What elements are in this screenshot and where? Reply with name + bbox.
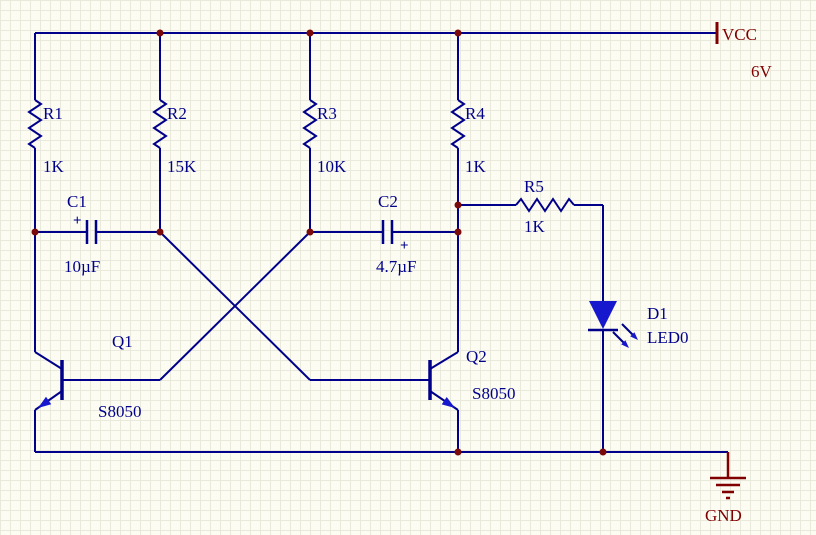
junction-dot (454, 29, 462, 37)
npn-emitter-arrow-icon (441, 397, 455, 408)
led-emission-arrowhead-icon (630, 332, 638, 340)
led-emission-arrow-icon (621, 323, 634, 336)
power-port-vcc[interactable]: VCC 6V (715, 22, 773, 81)
junction-dot (31, 228, 39, 236)
wires (34, 32, 728, 453)
d1-value-label[interactable]: LED0 (647, 328, 689, 347)
resistor-r3[interactable]: R3 10K (302, 99, 347, 176)
d1-designator-label[interactable]: D1 (647, 304, 668, 323)
r5-designator-label[interactable]: R5 (524, 177, 544, 196)
resistor-symbol (152, 99, 168, 149)
junction-dot (454, 448, 462, 456)
resistor-symbol (302, 99, 318, 149)
resistor-symbol (27, 99, 43, 149)
transistor-q1[interactable]: Q1 S8050 (34, 332, 141, 421)
vcc-voltage-label[interactable]: 6V (751, 62, 773, 81)
q1-value-label[interactable]: S8050 (98, 402, 141, 421)
capacitor-c2[interactable]: C2 + 4.7µF (376, 192, 417, 276)
r5-value-label[interactable]: 1K (524, 217, 546, 236)
led-d1[interactable]: D1 LED0 (588, 301, 689, 348)
c1-polarity-mark: + (73, 213, 82, 229)
c2-polarity-mark: + (400, 238, 409, 254)
r1-value-label[interactable]: 1K (43, 157, 65, 176)
c2-designator-label[interactable]: C2 (378, 192, 398, 211)
resistor-r5[interactable]: R5 1K (515, 177, 575, 236)
led-emission-arrow-icon (612, 331, 625, 344)
junction-dot (454, 201, 462, 209)
r1-designator-label[interactable]: R1 (43, 104, 63, 123)
r4-value-label[interactable]: 1K (465, 157, 487, 176)
resistor-r1[interactable]: R1 1K (27, 99, 65, 176)
led-emission-arrowhead-icon (621, 340, 629, 348)
c1-value-label[interactable]: 10µF (64, 257, 100, 276)
r4-designator-label[interactable]: R4 (465, 104, 485, 123)
q2-designator-label[interactable]: Q2 (466, 347, 487, 366)
junction-dot (454, 228, 462, 236)
junction-dot (306, 228, 314, 236)
vcc-label[interactable]: VCC (722, 25, 757, 44)
wire-cross-q1-base[interactable] (159, 231, 311, 381)
junction-dot (306, 29, 314, 37)
c2-value-label[interactable]: 4.7µF (376, 257, 417, 276)
junctions (31, 29, 607, 456)
junction-dot (156, 29, 164, 37)
junction-dot (599, 448, 607, 456)
gnd-label[interactable]: GND (705, 506, 742, 525)
resistor-r2[interactable]: R2 15K (152, 99, 197, 176)
transistor-collector (34, 351, 63, 370)
r3-designator-label[interactable]: R3 (317, 104, 337, 123)
r2-value-label[interactable]: 15K (167, 157, 197, 176)
led-triangle-icon (589, 301, 617, 329)
c1-designator-label[interactable]: C1 (67, 192, 87, 211)
q2-value-label[interactable]: S8050 (472, 384, 515, 403)
r2-designator-label[interactable]: R2 (167, 104, 187, 123)
resistor-symbol (450, 99, 466, 149)
resistor-r4[interactable]: R4 1K (450, 99, 487, 176)
power-port-gnd[interactable]: GND (705, 452, 746, 525)
r3-value-label[interactable]: 10K (317, 157, 347, 176)
q1-designator-label[interactable]: Q1 (112, 332, 133, 351)
junction-dot (156, 228, 164, 236)
capacitor-c1[interactable]: C1 + 10µF (64, 192, 100, 276)
transistor-collector (429, 351, 459, 370)
resistor-symbol (515, 197, 575, 213)
npn-emitter-arrow-icon (38, 396, 52, 408)
transistor-q2[interactable]: Q2 S8050 (428, 347, 515, 411)
